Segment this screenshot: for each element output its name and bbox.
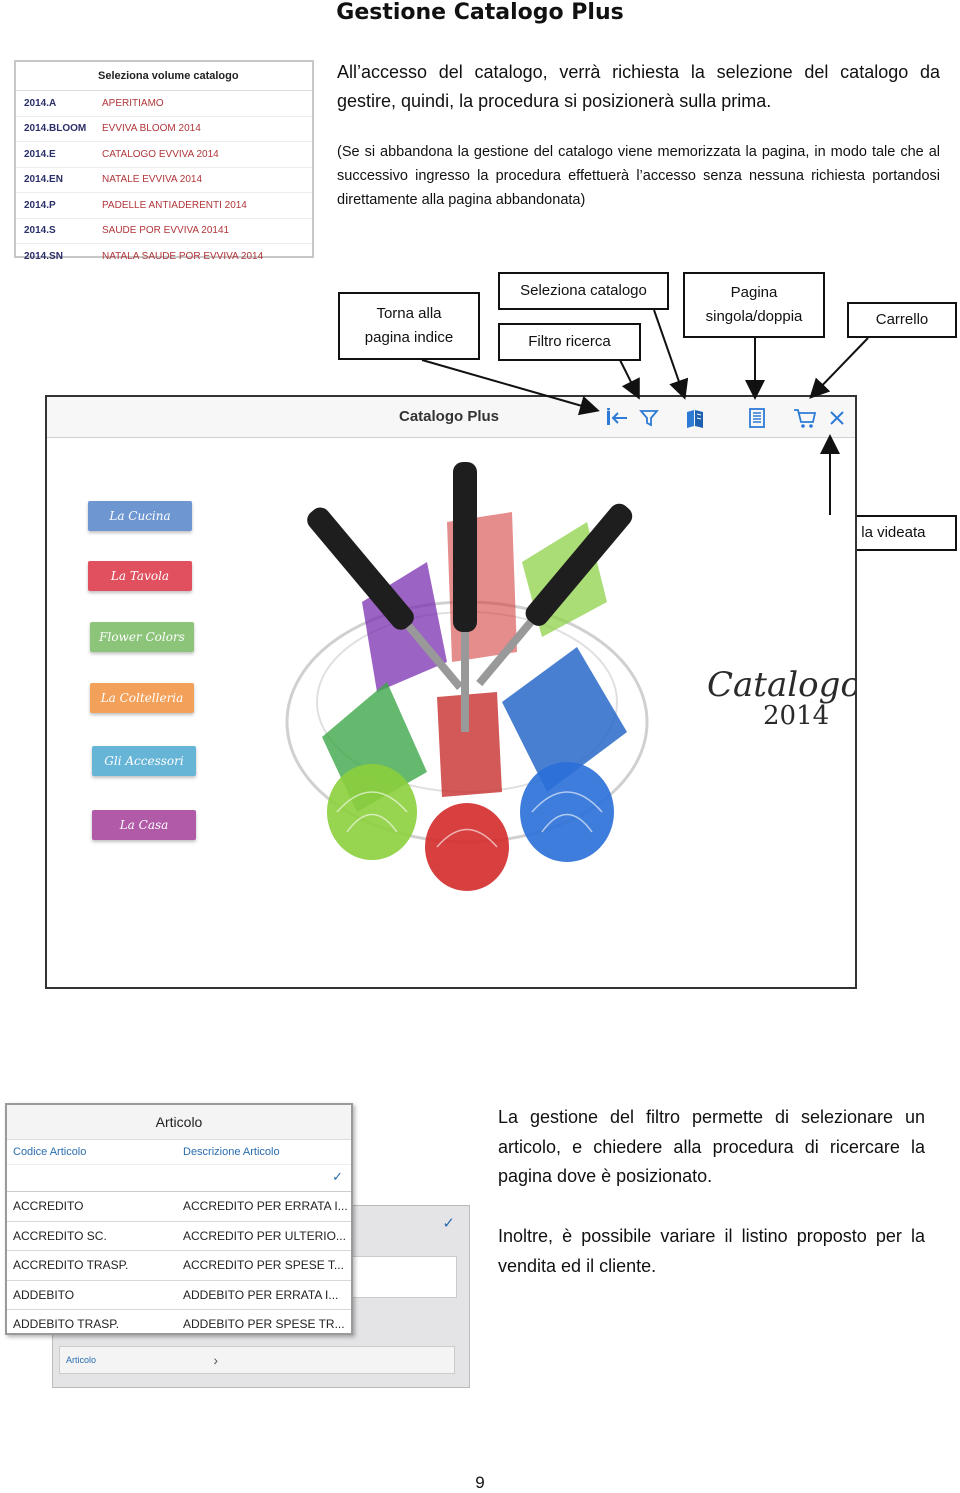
volume-name: EVVIVA BLOOM 2014	[102, 123, 201, 135]
app-toolbar: Catalogo Plus	[47, 397, 855, 438]
chevron-right-icon: ›	[213, 1352, 218, 1368]
app-window: Catalogo Plus La Cucina La Tavola Flower…	[45, 395, 857, 989]
articolo-code: ADDEBITO	[13, 1287, 75, 1302]
volume-code: 2014.E	[24, 148, 56, 160]
volume-code: 2014.SN	[24, 250, 63, 262]
articolo-desc: ACCREDITO PER ERRATA I...	[183, 1199, 348, 1214]
volume-panel-header: Seleziona volume catalogo	[16, 62, 312, 91]
articolo-desc: ADDEBITO PER ERRATA I...	[183, 1287, 339, 1302]
articolo-title: Articolo	[7, 1105, 351, 1140]
callout-filtro-ricerca: Filtro ricerca	[498, 323, 641, 361]
volume-code: 2014.S	[24, 225, 56, 237]
volume-row[interactable]: 2014.BLOOM EVVIVA BLOOM 2014	[16, 117, 312, 142]
check-icon[interactable]: ✓	[332, 1169, 343, 1184]
catalog-books-icon[interactable]	[683, 407, 707, 429]
callout-pagina-label: Pagina singola/doppia	[705, 284, 803, 325]
articolo-panel: Articolo Codice Articolo Descrizione Art…	[5, 1103, 353, 1335]
callout-torna-label: Torna alla pagina indice	[364, 305, 454, 346]
catalog-brand-year: 2014	[763, 701, 830, 731]
articolo-code: ACCREDITO TRASP.	[13, 1258, 129, 1273]
callout-filtro-label: Filtro ricerca	[528, 333, 611, 350]
category-button-coltelleria[interactable]: La Coltelleria	[90, 683, 194, 713]
volume-name: APERITIAMO	[102, 97, 164, 109]
catalog-brand-word: Catalogo	[707, 665, 857, 705]
articolo-field-label: Articolo	[66, 1355, 97, 1365]
close-icon[interactable]	[825, 407, 849, 429]
table-row[interactable]: ACCREDITO SC. ACCREDITO PER ULTERIO...	[7, 1222, 351, 1251]
callout-pagina: Pagina singola/doppia	[683, 272, 825, 338]
volume-row[interactable]: 2014.E CATALOGO EVVIVA 2014	[16, 142, 312, 168]
volume-row[interactable]: 2014.EN NATALE EVVIVA 2014	[16, 168, 312, 193]
volume-row[interactable]: 2014.P PADELLE ANTIADERENTI 2014	[16, 193, 312, 219]
volume-row[interactable]: 2014.A APERITIAMO	[16, 91, 312, 117]
page-layout-icon[interactable]	[745, 407, 769, 429]
articolo-search-field[interactable]: ✓	[7, 1164, 351, 1192]
page-title: Gestione Catalogo Plus	[336, 0, 624, 25]
volume-select-panel: Seleziona volume catalogo 2014.A APERITIA…	[14, 60, 314, 262]
filter-description: La gestione del filtro permette di selez…	[498, 1107, 925, 1186]
category-button-casa[interactable]: La Casa	[92, 810, 196, 840]
volume-code: 2014.A	[24, 97, 57, 109]
listino-description: Inoltre, è possibile variare il listino …	[498, 1226, 925, 1276]
volume-code: 2014.BLOOM	[24, 123, 87, 135]
callout-seleziona-label: Seleziona catalogo	[520, 282, 647, 299]
table-row[interactable]: ADDEBITO ADDEBITO PER ERRATA I...	[7, 1281, 351, 1310]
col-descrizione-header: Descrizione Articolo	[183, 1146, 280, 1158]
volume-name: CATALOGO EVVIVA 2014	[102, 148, 219, 160]
check-icon[interactable]: ✓	[442, 1215, 455, 1232]
app-title: Catalogo Plus	[399, 408, 500, 425]
articolo-code: ADDEBITO TRASP.	[13, 1317, 120, 1332]
table-row[interactable]: ACCREDITO TRASP. ACCREDITO PER SPESE T...	[7, 1251, 351, 1281]
back-to-index-icon[interactable]	[605, 407, 629, 429]
volume-row[interactable]: 2014.S SAUDE POR EVVIVA 20141	[16, 219, 312, 244]
note-paragraph: (Se si abbandona la gestione del catalog…	[337, 144, 940, 208]
table-row[interactable]: ACCREDITO ACCREDITO PER ERRATA I...	[7, 1192, 351, 1222]
intro-paragraph: All’accesso del catalogo, verrà richiest…	[337, 62, 940, 111]
callout-seleziona-catalogo: Seleziona catalogo	[498, 272, 669, 310]
articolo-field-row[interactable]: Articolo ›	[59, 1346, 455, 1374]
articolo-header-row: Codice Articolo Descrizione Articolo	[7, 1140, 351, 1164]
callout-carrello-label: Carrello	[875, 311, 929, 328]
callout-torna-indice: Torna alla pagina indice	[338, 292, 480, 360]
filter-icon[interactable]	[637, 407, 661, 429]
volume-code: 2014.EN	[24, 174, 63, 186]
cart-icon[interactable]	[793, 407, 817, 429]
volume-code: 2014.P	[24, 199, 56, 211]
category-button-accessori[interactable]: Gli Accessori	[92, 746, 196, 776]
category-button-tavola[interactable]: La Tavola	[88, 561, 192, 591]
callout-carrello: Carrello	[847, 302, 957, 338]
articolo-code: ACCREDITO SC.	[13, 1228, 107, 1243]
volume-row[interactable]: 2014.SN NATALA SAUDE POR EVVIVA 2014	[16, 244, 312, 269]
articolo-desc: ACCREDITO PER SPESE T...	[183, 1258, 344, 1273]
product-illustration	[285, 462, 649, 891]
col-codice-header: Codice Articolo	[13, 1146, 87, 1158]
articolo-desc: ADDEBITO PER SPESE TR...	[183, 1317, 345, 1332]
page-number: 9	[475, 1473, 485, 1492]
volume-name: SAUDE POR EVVIVA 20141	[102, 225, 230, 237]
category-button-flower[interactable]: Flower Colors	[90, 622, 194, 652]
articolo-code: ACCREDITO	[13, 1199, 84, 1214]
volume-name: PADELLE ANTIADERENTI 2014	[102, 199, 247, 211]
articolo-desc: ACCREDITO PER ULTERIO...	[183, 1228, 346, 1243]
category-button-cucina[interactable]: La Cucina	[88, 501, 192, 531]
volume-name: NATALA SAUDE POR EVVIVA 2014	[102, 250, 264, 262]
volume-name: NATALE EVVIVA 2014	[102, 174, 203, 186]
table-row[interactable]: ADDEBITO TRASP. ADDEBITO PER SPESE TR...	[7, 1310, 351, 1339]
